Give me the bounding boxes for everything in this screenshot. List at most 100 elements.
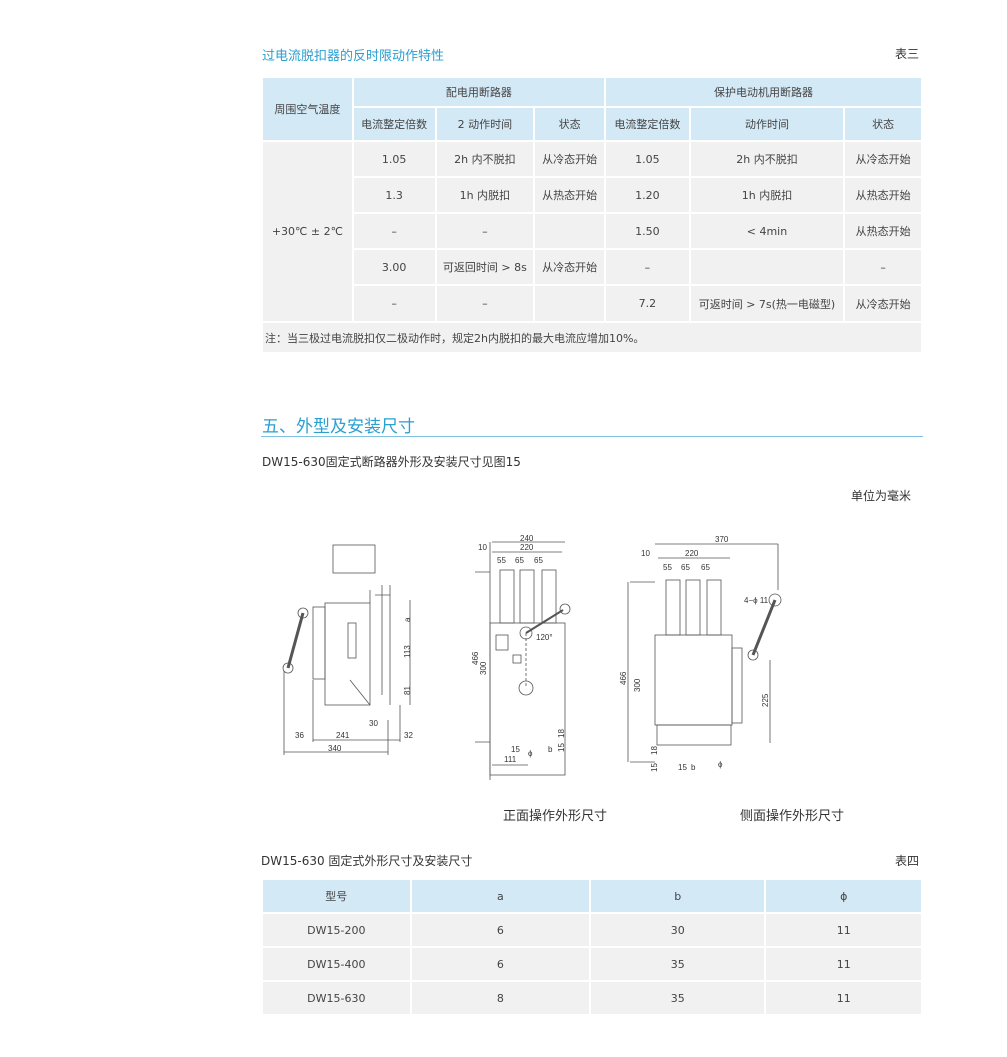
cell: < 4min	[688, 212, 846, 250]
dim-65: 65	[681, 563, 690, 572]
cell: 11	[764, 912, 923, 948]
dim-370: 370	[715, 535, 729, 544]
dim-36: 36	[295, 731, 304, 740]
cell: –	[351, 212, 437, 250]
dimension-drawings: a 113 81 30 36 241 32 340 240 220 10 55 …	[282, 534, 782, 780]
dim-phi: ϕ	[528, 749, 533, 758]
dim-b: b	[548, 745, 553, 754]
cell: 从冷态开始	[533, 248, 606, 286]
cell: 从热态开始	[843, 212, 923, 250]
dim-18: 18	[650, 746, 659, 755]
cell: 1.05	[603, 140, 691, 178]
cell: 8	[409, 980, 592, 1016]
dim-300: 300	[479, 661, 488, 675]
dim-15: 15	[650, 763, 659, 772]
cell: 1.05	[351, 140, 437, 178]
section-divider	[261, 436, 923, 437]
cell: 2h 内不脱扣	[434, 140, 536, 178]
dim-111: 111	[504, 755, 517, 764]
dim-holes: 4−ϕ 11	[744, 596, 769, 605]
table3-label: 表三	[895, 47, 920, 61]
front-caption: 正面操作外形尺寸	[503, 809, 608, 824]
dim-angle: 120°	[536, 633, 553, 642]
dim-a: a	[403, 617, 412, 622]
dim-18: 18	[557, 729, 566, 738]
cell: 可返回时间 > 8s	[434, 248, 536, 286]
cell: 30	[589, 912, 767, 948]
dim-15: 15	[678, 763, 687, 772]
dim-b: b	[691, 763, 696, 772]
cell: 从冷态开始	[843, 284, 923, 323]
dim-55: 55	[497, 556, 506, 565]
dim-65: 65	[701, 563, 710, 572]
table4-title: DW15-630 固定式外形尺寸及安装尺寸	[261, 854, 473, 868]
cell: 35	[589, 946, 767, 982]
dim-466: 466	[619, 671, 628, 685]
header-temperature: 周围空气温度	[261, 76, 354, 142]
cell	[533, 212, 606, 250]
cell: 1h 内脱扣	[434, 176, 536, 214]
dim-65: 65	[515, 556, 524, 565]
dim-10: 10	[641, 549, 650, 558]
cell	[533, 284, 606, 323]
cell: DW15-400	[261, 946, 412, 982]
front-view-drawing: 240 220 10 55 65 65 466 300 120° 111 15 …	[471, 534, 571, 780]
cell: 1h 内脱扣	[688, 176, 846, 214]
cell: 1.3	[351, 176, 437, 214]
dim-10: 10	[478, 543, 487, 552]
dim-15: 15	[511, 745, 520, 754]
dim-30: 30	[369, 719, 378, 728]
dim-240: 240	[520, 534, 534, 543]
section-heading: 五、外型及安装尺寸	[262, 417, 415, 437]
header-phi: ϕ	[764, 878, 923, 914]
unit-note: 单位为毫米	[851, 489, 912, 503]
dim-113: 113	[403, 645, 412, 658]
header-a: a	[409, 878, 592, 914]
subheader: 动作时间	[688, 106, 846, 142]
header-motor-protection-breaker: 保护电动机用断路器	[603, 76, 924, 108]
subheader: 状态	[533, 106, 606, 142]
cell: 可返时间 > 7s(热一电磁型)	[688, 284, 846, 323]
header-b: b	[589, 878, 767, 914]
dim-phi: ϕ	[718, 760, 723, 769]
dim-220: 220	[520, 543, 534, 552]
table3-title: 过电流脱扣器的反时限动作特性	[262, 49, 445, 64]
header-model: 型号	[261, 878, 412, 914]
cell: 35	[589, 980, 767, 1016]
cell: DW15-200	[261, 912, 412, 948]
side-operation-drawing: 370 220 10 55 65 65 4−ϕ 11 466 300 225 1…	[619, 535, 782, 772]
cell	[688, 248, 846, 286]
dim-15: 15	[557, 743, 566, 752]
side-caption: 侧面操作外形尺寸	[740, 809, 845, 824]
subheader: 电流整定倍数	[603, 106, 691, 142]
cell: 2h 内不脱扣	[688, 140, 846, 178]
section-intro: DW15-630固定式断路器外形及安装尺寸见图15	[262, 455, 521, 469]
cell: 7.2	[603, 284, 691, 323]
cell: 6	[409, 946, 592, 982]
cell: 从热态开始	[843, 176, 923, 214]
cell: 从热态开始	[533, 176, 606, 214]
dim-241: 241	[336, 731, 350, 740]
dim-220: 220	[685, 549, 699, 558]
cell: 1.50	[603, 212, 691, 250]
cell: –	[603, 248, 691, 286]
subheader: 电流整定倍数	[351, 106, 437, 142]
temperature-value: +30℃ ± 2℃	[261, 140, 354, 323]
cell: DW15-630	[261, 980, 412, 1016]
cell: 6	[409, 912, 592, 948]
cell: 3.00	[351, 248, 437, 286]
cell: 1.20	[603, 176, 691, 214]
cell: 从冷态开始	[843, 140, 923, 178]
side-view-drawing: a 113 81 30 36 241 32 340	[282, 544, 413, 755]
header-distribution-breaker: 配电用断路器	[351, 76, 606, 108]
